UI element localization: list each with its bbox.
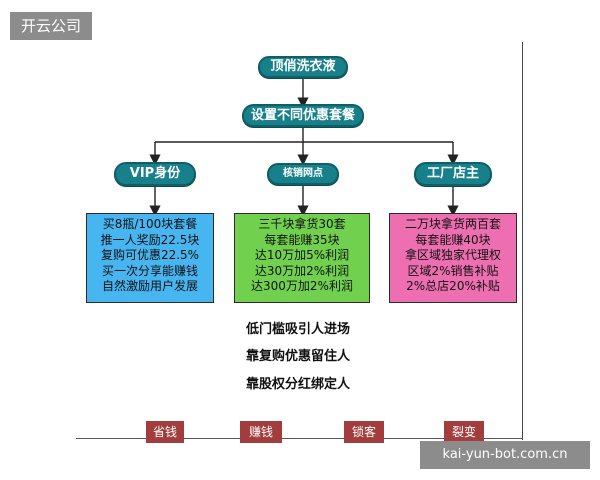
card-line: 达300万加2%利润 (251, 279, 353, 294)
tag-save-money: 省钱 (146, 421, 184, 443)
slogan-retain: 靠复购优惠留住人 (246, 349, 351, 364)
branch-title-outlet: 核销网点 (267, 163, 339, 185)
right-border-line (522, 42, 523, 440)
root-node: 顶俏洗衣液 (258, 56, 348, 78)
slogan-bind: 靠股权分红绑定人 (246, 377, 351, 392)
card-factory: 二万块拿货两百套 每套能赚40块 拿区域独家代理权 区域2%销售补贴 2%总店2… (389, 213, 517, 303)
card-vip: 买8瓶/100块套餐 推一人奖励22.5块 复购可优惠22.5% 买一次分享能赚… (86, 213, 214, 303)
watermark-top-left: 开云公司 (10, 12, 92, 40)
card-line: 达30万加2%利润 (254, 263, 350, 278)
card-line: 买一次分享能赚钱 (101, 263, 198, 278)
level2-node: 设置不同优惠套餐 (242, 104, 364, 127)
card-line: 三千块拿货30套 (258, 217, 346, 231)
card-line: 二万块拿货两百套 (404, 217, 501, 231)
branch-title-factory: 工厂店主 (414, 162, 492, 186)
tag-fission: 裂变 (444, 421, 484, 443)
branch-title-vip: VIP身份 (114, 162, 196, 186)
card-line: 每套能赚40块 (415, 232, 491, 247)
bottom-baseline (76, 438, 523, 439)
card-line: 推一人奖励22.5块 (100, 232, 200, 247)
tag-earn-money: 赚钱 (240, 421, 282, 443)
card-line: 达10万加5%利润 (254, 248, 350, 263)
card-line: 每套能赚35块 (264, 232, 340, 247)
watermark-bottom-right: kai-yun-bot.com.cn (420, 441, 590, 469)
card-line: 复购可优惠22.5% (100, 248, 200, 263)
card-line: 自然激励用户发展 (101, 279, 198, 294)
slogan-entry: 低门槛吸引人进场 (246, 322, 351, 337)
card-outlet: 三千块拿货30套 每套能赚35块 达10万加5%利润 达30万加2%利润 达30… (234, 213, 370, 303)
tag-lock-customer: 锁客 (344, 421, 384, 443)
card-line: 拿区域独家代理权 (404, 248, 501, 263)
card-line: 区域2%销售补贴 (407, 263, 499, 278)
card-line: 2%总店20%补贴 (406, 279, 500, 294)
card-line: 买8瓶/100块套餐 (102, 217, 198, 231)
